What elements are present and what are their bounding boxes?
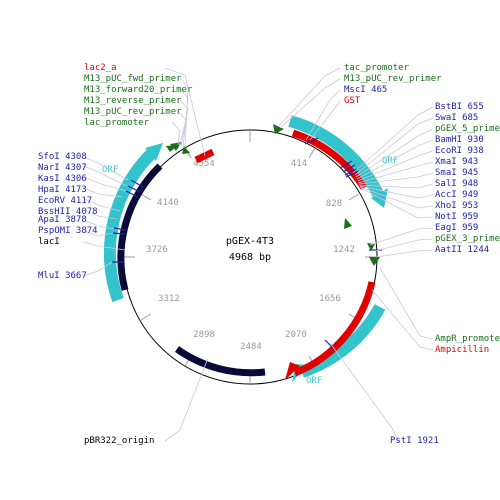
orf-arrow-head	[145, 143, 163, 161]
label-pgex-3-primer: pGEX_3_primer	[435, 234, 500, 244]
tick-label: 4554	[193, 159, 215, 169]
label-ampicillin: Ampicillin	[435, 345, 489, 355]
green-markers	[166, 124, 380, 266]
label-smai: SmaI 945	[435, 168, 478, 178]
label-kasi: KasI 4306	[38, 174, 87, 184]
orf-label-amp: ORF	[306, 376, 322, 386]
label-sali: SalI 948	[435, 179, 478, 189]
label-hpai: HpaI 4173	[38, 185, 87, 195]
tick-label: 1656	[319, 294, 341, 304]
tick-label: 3726	[146, 245, 168, 255]
label-sfoi: SfoI 4308	[38, 152, 87, 162]
tick-label: 1242	[333, 245, 355, 255]
plasmid-size: 4968 bp	[229, 252, 271, 263]
tick-label: 2484	[240, 342, 262, 352]
tick-label: 828	[326, 199, 342, 209]
label-mlui: MluI 3667	[38, 271, 87, 281]
orf-arc-laci	[103, 147, 158, 303]
label-aatii: AatII 1244	[435, 245, 489, 255]
label-ecori: EcoRI 938	[435, 146, 484, 156]
ampicillin-feature	[293, 281, 376, 377]
tick-label: 2070	[285, 330, 307, 340]
tick-label: 4140	[157, 198, 179, 208]
label-eagi: EagI 959	[435, 223, 478, 233]
label-pgex-5-primer: pGEX_5_primer	[435, 124, 500, 134]
label-pbr322-origin: pBR322_origin	[84, 436, 154, 446]
label-laci: lacI	[38, 237, 60, 247]
label-bamhi: BamHI 930	[435, 135, 484, 145]
ampicillin-arrow-head	[285, 362, 300, 380]
tick-label: 2898	[193, 330, 215, 340]
label-xmai: XmaI 943	[435, 157, 478, 167]
leader-lines	[83, 67, 434, 442]
label-nari: NarI 4307	[38, 163, 87, 173]
label-acci: AccI 949	[435, 190, 478, 200]
label-gst: GST	[344, 96, 361, 106]
label-noti: NotI 959	[435, 212, 478, 222]
label-m13-reverse-primer: M13_reverse_primer	[84, 96, 182, 106]
label-pspomi: PspOMI 3874	[38, 226, 98, 236]
label-m13-puc-rev-primer-right: M13_pUC_rev_primer	[344, 74, 442, 84]
label-psti: PstI 1921	[390, 436, 439, 446]
tick-label: 414	[291, 159, 307, 169]
label-m13-puc-fwd-primer: M13_pUC_fwd_primer	[84, 74, 182, 84]
label-ecorv: EcoRV 4117	[38, 196, 92, 206]
lac2a-feature	[194, 148, 215, 164]
label-tac-promoter: tac_promoter	[344, 63, 410, 73]
laci-feature	[117, 163, 163, 291]
label-apai: ApaI 3878	[38, 215, 87, 225]
label-lac2a: lac2_a	[84, 63, 117, 73]
label-m13-puc-rev-primer-left: M13_pUC_rev_primer	[84, 107, 182, 117]
label-m13-forward20-primer: M13_forward20_primer	[84, 85, 193, 95]
label-ampr-promoter: AmpR_promoter	[435, 334, 500, 344]
origin-feature	[174, 346, 266, 377]
label-bstbi: BstBI 655	[435, 102, 484, 112]
label-swai: SwaI 685	[435, 113, 478, 123]
label-msci: MscI 465	[344, 85, 387, 95]
plasmid-name: pGEX-4T3	[226, 236, 274, 247]
label-lac-promoter: lac_promoter	[84, 118, 150, 128]
tick-label: 3312	[158, 294, 180, 304]
label-bssmii: BssHII 4078	[38, 207, 98, 217]
label-xhoi: XhoI 953	[435, 201, 478, 211]
